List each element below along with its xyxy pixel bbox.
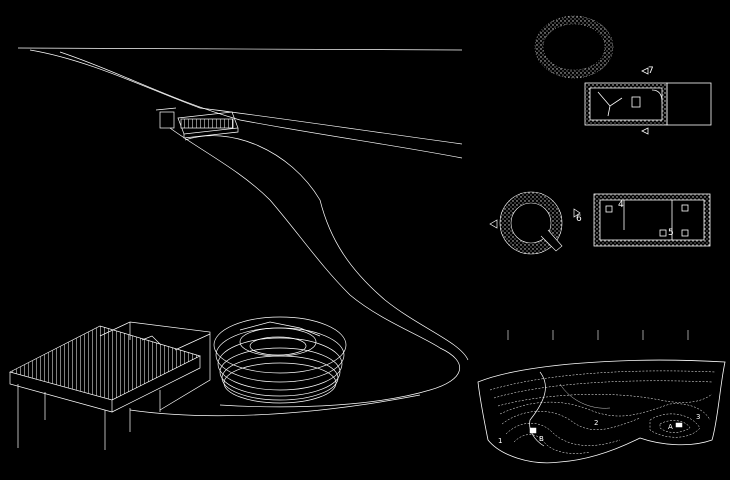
stone-ring-plan bbox=[534, 15, 614, 79]
ring-mound bbox=[213, 316, 347, 404]
topographic-map bbox=[477, 330, 726, 464]
section-arrow-6b-icon bbox=[573, 208, 581, 218]
site-axonometric bbox=[9, 47, 469, 450]
map-marker-2: 2 bbox=[594, 419, 599, 427]
path-lower-edge bbox=[129, 394, 421, 417]
section-label-7: 7 bbox=[648, 66, 654, 76]
plan-marker-4: 4 bbox=[618, 200, 624, 210]
map-outline bbox=[477, 359, 726, 464]
section-arrow-7-icon bbox=[641, 67, 649, 75]
map-marker-b: B bbox=[539, 435, 544, 443]
section-arrow-6a-icon bbox=[489, 219, 498, 229]
ring-plan bbox=[489, 191, 581, 255]
upper-building bbox=[155, 107, 239, 139]
cabin-plan-lower bbox=[593, 193, 711, 247]
map-marker-a: A bbox=[668, 423, 673, 431]
cabin-plan-upper bbox=[584, 67, 712, 135]
pavilion bbox=[9, 321, 211, 450]
horizon-line bbox=[17, 47, 463, 51]
section-arrow-7b-icon bbox=[641, 127, 649, 135]
winding-path-inner bbox=[184, 135, 469, 361]
site-marker-a bbox=[675, 422, 683, 428]
winding-path-outer bbox=[169, 127, 460, 408]
terrain-line-lower bbox=[59, 51, 463, 159]
site-marker-b bbox=[529, 427, 537, 434]
section-label-6: 6 bbox=[576, 214, 582, 224]
map-marker-1: 1 bbox=[498, 437, 503, 445]
plan-marker-5: 5 bbox=[668, 228, 674, 238]
map-marker-3: 3 bbox=[696, 413, 701, 421]
terrain-line-upper bbox=[29, 49, 463, 145]
